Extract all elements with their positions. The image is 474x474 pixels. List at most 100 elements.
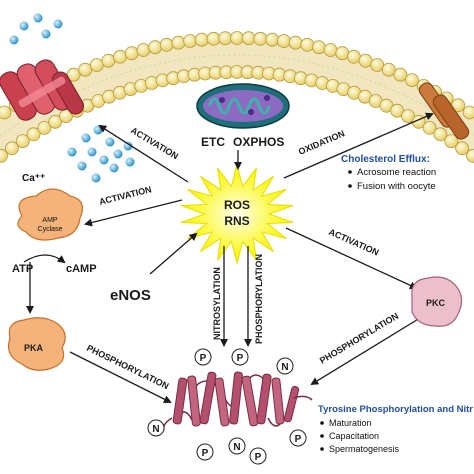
lipid-head (48, 114, 63, 129)
enos-label: eNOS (110, 287, 151, 304)
arrow-pkc-to-protein (310, 317, 421, 386)
svg-text:N: N (152, 424, 159, 435)
amp-cyclase-line1: AMP (42, 217, 58, 224)
lipid-head (101, 53, 116, 68)
calcium-ion (67, 147, 77, 157)
arrow-atp-to-camp (23, 254, 66, 264)
rns-label: RNS (224, 214, 249, 228)
label-activation-pkc: ACTIVATION (327, 227, 380, 258)
calcium-ion (109, 163, 119, 173)
lipid-head (276, 34, 291, 48)
ros-label: ROS (224, 198, 250, 212)
lipid-head (323, 43, 338, 57)
svg-text:N: N (281, 362, 288, 373)
calcium-label: Ca⁺⁺ (22, 173, 45, 184)
p-marker: P (249, 447, 267, 465)
lipid-head (124, 46, 139, 61)
membrane-channel-right (418, 82, 470, 140)
tyrosine-item: Spermatogenesis (329, 444, 400, 454)
lipid-head (0, 148, 8, 163)
tyrosine-item: Capacitation (329, 431, 379, 441)
lipid-head (89, 58, 104, 72)
cell-membrane (0, 31, 474, 163)
pka-label: PKA (24, 343, 44, 353)
bullet-icon (348, 184, 352, 188)
lipid-head (466, 148, 474, 163)
lipid-heads-inner (0, 65, 474, 163)
lipid-head (218, 31, 233, 46)
lipid-head (253, 31, 268, 46)
lipid-head (148, 40, 163, 55)
lipid-head (113, 49, 127, 64)
cholesterol-item: Fusion with oocyte (357, 181, 436, 192)
lipid-head (159, 37, 174, 52)
ros-rns-burst (180, 164, 294, 264)
cholesterol-title: Cholesterol Efflux: (341, 154, 430, 165)
calcium-ion (19, 21, 29, 31)
lipid-head (300, 37, 315, 52)
lipid-head (311, 40, 326, 55)
svg-text:P: P (200, 353, 207, 364)
lipid-head (462, 105, 474, 120)
cholesterol-item: Acrosome reaction (357, 167, 436, 178)
calcium-ion (33, 13, 43, 23)
calcium-ion (99, 155, 109, 165)
lipid-head (241, 31, 256, 46)
lipid-head (265, 32, 280, 47)
p-marker: P (231, 348, 249, 366)
lipid-head (288, 35, 303, 50)
lipid-head (171, 35, 186, 50)
p-marker: P (289, 429, 307, 447)
lipid-head (183, 34, 198, 48)
n-marker: N (147, 419, 165, 437)
calcium-ion (91, 173, 101, 183)
label-activation-ampcyclase: ACTIVATION (98, 184, 152, 207)
lipid-head (422, 121, 437, 135)
lipid-head (78, 62, 93, 77)
calcium-ion (77, 161, 87, 171)
target-protein (162, 371, 313, 431)
lipid-head (405, 73, 419, 87)
amp-cyclase-enzyme (17, 188, 83, 241)
arrow-pka-to-protein (69, 351, 172, 403)
svg-text:N: N (233, 442, 240, 453)
tyrosine-item: Maturation (329, 418, 372, 428)
label-oxidation: OXIDATION (297, 128, 346, 156)
atp-label: ATP (12, 263, 33, 275)
label-phosphorylation-pka: PHOSPHORYLATION (85, 343, 170, 391)
n-marker: N (228, 437, 246, 455)
pkc-label: PKC (426, 298, 446, 308)
bullet-icon (320, 434, 324, 438)
lipid-head (346, 49, 361, 64)
lipid-head (4, 141, 19, 156)
lipid-head (230, 31, 244, 45)
lipid-head (393, 67, 408, 82)
arrow-ros-to-channel (98, 124, 189, 183)
mitochondrion (196, 83, 290, 129)
lipid-head (370, 58, 385, 72)
camp-label: cAMP (66, 263, 97, 275)
bullet-icon (320, 421, 324, 425)
tyrosine-title: Tyrosine Phosphorylation and Nitr (318, 404, 473, 415)
svg-text:P: P (202, 448, 209, 459)
pka-kinase (7, 317, 66, 371)
calcium-ion (123, 141, 133, 151)
lipid-head (136, 43, 151, 57)
p-marker: P (196, 443, 214, 461)
lipid-head (194, 32, 209, 47)
arrow-ros-to-membrane (283, 112, 434, 179)
calcium-ion (9, 35, 19, 45)
calcium-ion (105, 137, 115, 147)
calcium-ion (87, 147, 97, 157)
p-marker: P (194, 348, 212, 366)
label-activation-channel: ACTIVATION (129, 125, 180, 161)
lipid-head (455, 141, 470, 156)
lipid-head (206, 31, 221, 46)
bullet-icon (348, 170, 352, 174)
lipid-head (37, 121, 52, 135)
n-marker: N (276, 357, 294, 375)
amp-cyclase-line2: Cyclase (38, 226, 63, 233)
arrow-ros-to-pkc (285, 227, 418, 290)
svg-text:P: P (237, 353, 244, 364)
